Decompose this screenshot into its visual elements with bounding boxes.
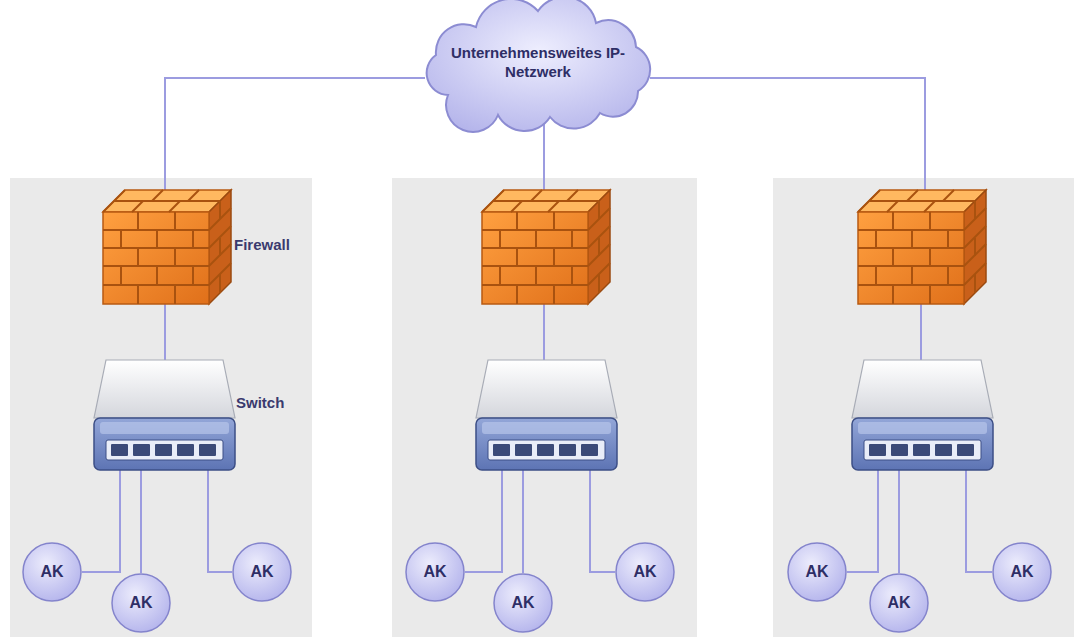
site-panel	[773, 178, 1074, 637]
workstation-circle: AK	[232, 542, 292, 602]
node-label: AK	[1010, 563, 1033, 581]
workstation-circle: AK	[22, 542, 82, 602]
node-label: AK	[511, 594, 534, 612]
site-panel	[392, 178, 697, 637]
cloud-shape	[418, 3, 658, 121]
network-cloud: Unternehmensweites IP-Netzwerk	[418, 3, 658, 121]
node-label: AK	[423, 563, 446, 581]
workstation-circle: AK	[493, 573, 553, 633]
firewall-icon	[858, 190, 986, 304]
workstation-circle: AK	[787, 542, 847, 602]
switch-icon	[94, 360, 235, 470]
device-label: Firewall	[234, 236, 290, 253]
node-label: AK	[633, 563, 656, 581]
node-label: AK	[250, 563, 273, 581]
network-name: Unternehmensweites IP-Netzwerk	[450, 43, 626, 81]
device-label: Switch	[236, 394, 284, 411]
switch-icon	[852, 360, 993, 470]
switch-icon	[476, 360, 617, 470]
node-label: AK	[805, 563, 828, 581]
workstation-circle: AK	[615, 542, 675, 602]
workstation-circle: AK	[992, 542, 1052, 602]
network-lines	[82, 78, 992, 573]
workstation-circle: AK	[111, 573, 171, 633]
firewall-icon	[482, 190, 610, 304]
firewall-icon	[103, 190, 231, 304]
node-label: AK	[129, 594, 152, 612]
node-label: AK	[40, 563, 63, 581]
site-panel	[10, 178, 312, 637]
workstation-circle: AK	[405, 542, 465, 602]
node-label: AK	[887, 594, 910, 612]
workstation-circle: AK	[869, 573, 929, 633]
